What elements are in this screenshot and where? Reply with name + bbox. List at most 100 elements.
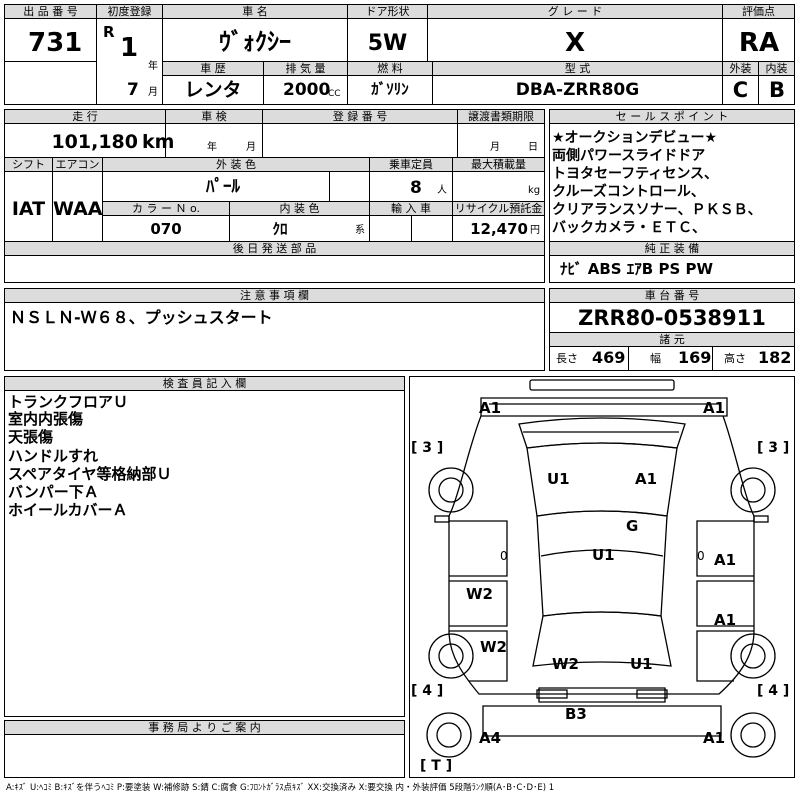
sales-point-item: バックカメラ・ＥＴＣ、 xyxy=(552,220,706,236)
damage-mark: A1 xyxy=(479,399,502,417)
displacement: 2000 xyxy=(283,80,331,100)
door-type: 5W xyxy=(367,31,408,56)
note-item: 天張傷 xyxy=(8,428,54,446)
damage-mark: A1 xyxy=(635,470,658,488)
inspection-label: 車 検 xyxy=(166,110,262,123)
interior-label: 内装 xyxy=(759,62,794,75)
zero-mark-right: 0 xyxy=(697,549,705,563)
exterior-grade: C xyxy=(732,78,749,102)
inspector-label: 検 査 員 記 入 欄 xyxy=(5,377,404,390)
side-marker-tl: [ 3 ] xyxy=(411,440,444,456)
color-no-value: 070 xyxy=(150,220,182,238)
car-name-label: 車 名 xyxy=(163,5,347,18)
sales-point-item: クルーズコントロール、 xyxy=(552,184,705,200)
caution-box xyxy=(4,288,545,371)
width-value: 169 xyxy=(678,348,712,367)
width-label: 幅 xyxy=(650,352,661,365)
height-value: 182 xyxy=(758,348,792,367)
fuel-type: ｶﾞｿﾘﾝ xyxy=(371,80,409,98)
delivery-label: 後 日 発 送 部 品 xyxy=(5,242,544,255)
kei-unit: 系 xyxy=(355,225,365,236)
car-history: レンタ xyxy=(184,79,242,101)
insp-year-unit: 年 xyxy=(207,142,217,153)
import-label: 輸 入 車 xyxy=(370,202,452,215)
first-reg-label: 初度登録 xyxy=(97,5,162,18)
yen-unit: 円 xyxy=(530,225,540,236)
reg-no-label: 登 録 番 号 xyxy=(263,110,457,123)
month-unit: 月 xyxy=(148,87,158,98)
zero-mark-left: 0 xyxy=(500,549,508,563)
car-outline xyxy=(426,379,776,758)
capacity-unit: 人 xyxy=(437,185,447,196)
ext-color-label: 外 装 色 xyxy=(103,158,369,171)
damage-mark: U1 xyxy=(630,655,653,673)
transfer-day-unit: 日 xyxy=(528,142,538,153)
top-section xyxy=(4,4,795,105)
damage-diagram xyxy=(409,376,795,778)
sales-point-item: 両側パワースライドドア xyxy=(552,148,706,164)
note-item: ホイールカバーＡ xyxy=(8,501,128,519)
lot-label: 出 品 番 号 xyxy=(5,5,96,18)
damage-mark: A1 xyxy=(703,399,726,417)
model-label: 型 式 xyxy=(433,62,722,75)
ext-color-value: ﾊﾟｰﾙ xyxy=(206,177,240,197)
height-label: 高さ xyxy=(724,352,746,365)
damage-mark: A1 xyxy=(714,611,737,629)
side-marker-tr: [ 3 ] xyxy=(757,440,790,456)
equipment-value: ﾅﾋﾞ ABS ｴｱB PS PW xyxy=(560,260,714,278)
recycle-label: リサイクル預託金 xyxy=(453,202,544,215)
note-item: スペアタイヤ等格納部Ｕ xyxy=(8,465,172,483)
int-color-label: 内 装 色 xyxy=(230,202,369,215)
trunk-marker: [ T ] xyxy=(420,758,453,774)
capacity-label: 乗車定員 xyxy=(370,158,452,171)
damage-mark: A1 xyxy=(703,729,726,747)
damage-mark: U1 xyxy=(592,546,615,564)
inspector-box xyxy=(4,376,405,717)
int-color-value: ｸﾛ xyxy=(272,220,288,238)
length-label: 長さ xyxy=(556,352,578,365)
damage-mark: A1 xyxy=(714,551,737,569)
damage-mark: B3 xyxy=(565,705,587,723)
damage-mark: U1 xyxy=(547,470,570,488)
year-unit: 年 xyxy=(148,61,158,72)
side-marker-bl: [ 4 ] xyxy=(411,683,444,699)
damage-mark: W2 xyxy=(480,638,507,656)
load-label: 最大積載量 xyxy=(453,158,544,171)
sales-point-item: トヨタセーフティセンス、 xyxy=(552,166,719,182)
sales-point-item: ★オークションデビュー★ xyxy=(552,130,718,146)
transfer-month-unit: 月 xyxy=(490,142,500,153)
insp-month-unit: 月 xyxy=(246,142,256,153)
grade-label: グ レ ー ド xyxy=(428,5,722,18)
recycle-value: 12,470 xyxy=(470,220,528,238)
caution-text: ＮＳＬＮ-Ｗ６８、プッシュスタート xyxy=(10,308,273,327)
shift-value: IAT xyxy=(11,198,46,220)
score-value: RA xyxy=(738,28,780,58)
damage-mark: G xyxy=(626,517,639,535)
detail-section xyxy=(4,109,545,283)
caution-label: 注 意 事 項 欄 xyxy=(5,289,544,302)
reg-month: 7 xyxy=(127,80,139,100)
damage-mark: W2 xyxy=(466,585,493,603)
reg-year: 1 xyxy=(120,33,139,63)
office-label: 事 務 局 よ り ご 案 内 xyxy=(5,721,404,734)
note-item: ハンドルすれ xyxy=(8,447,99,465)
shift-label: シフト xyxy=(5,158,52,171)
lot-number: 731 xyxy=(28,28,83,58)
km-unit: km xyxy=(142,131,175,153)
sales-point-item: クリアランスソナー、ＰＫＳＢ、 xyxy=(552,202,762,218)
fuel-label: 燃 料 xyxy=(348,62,432,75)
chassis-label: 車 台 番 号 xyxy=(550,289,794,302)
specs-label: 諸 元 xyxy=(550,333,794,346)
color-no-label: カ ラ ー Ｎ o. xyxy=(103,202,229,215)
legend-text: A:ｷｽﾞ U:ﾍｺﾐ B:ｷｽﾞを伴うﾍｺﾐ P:要塗装 W:補修跡 S:錆 … xyxy=(6,783,555,793)
door-label: ドア形状 xyxy=(348,5,427,18)
aircon-value: WAA xyxy=(53,198,103,220)
grade-value: X xyxy=(564,28,586,58)
interior-grade: B xyxy=(768,78,785,102)
score-label: 評価点 xyxy=(723,5,794,18)
chassis-box xyxy=(549,288,795,371)
capacity-value: 8 xyxy=(410,178,422,198)
damage-mark: W2 xyxy=(552,655,579,673)
kg-unit: kg xyxy=(528,185,541,196)
car-name: ｳﾞｫｸｼｰ xyxy=(219,28,291,56)
